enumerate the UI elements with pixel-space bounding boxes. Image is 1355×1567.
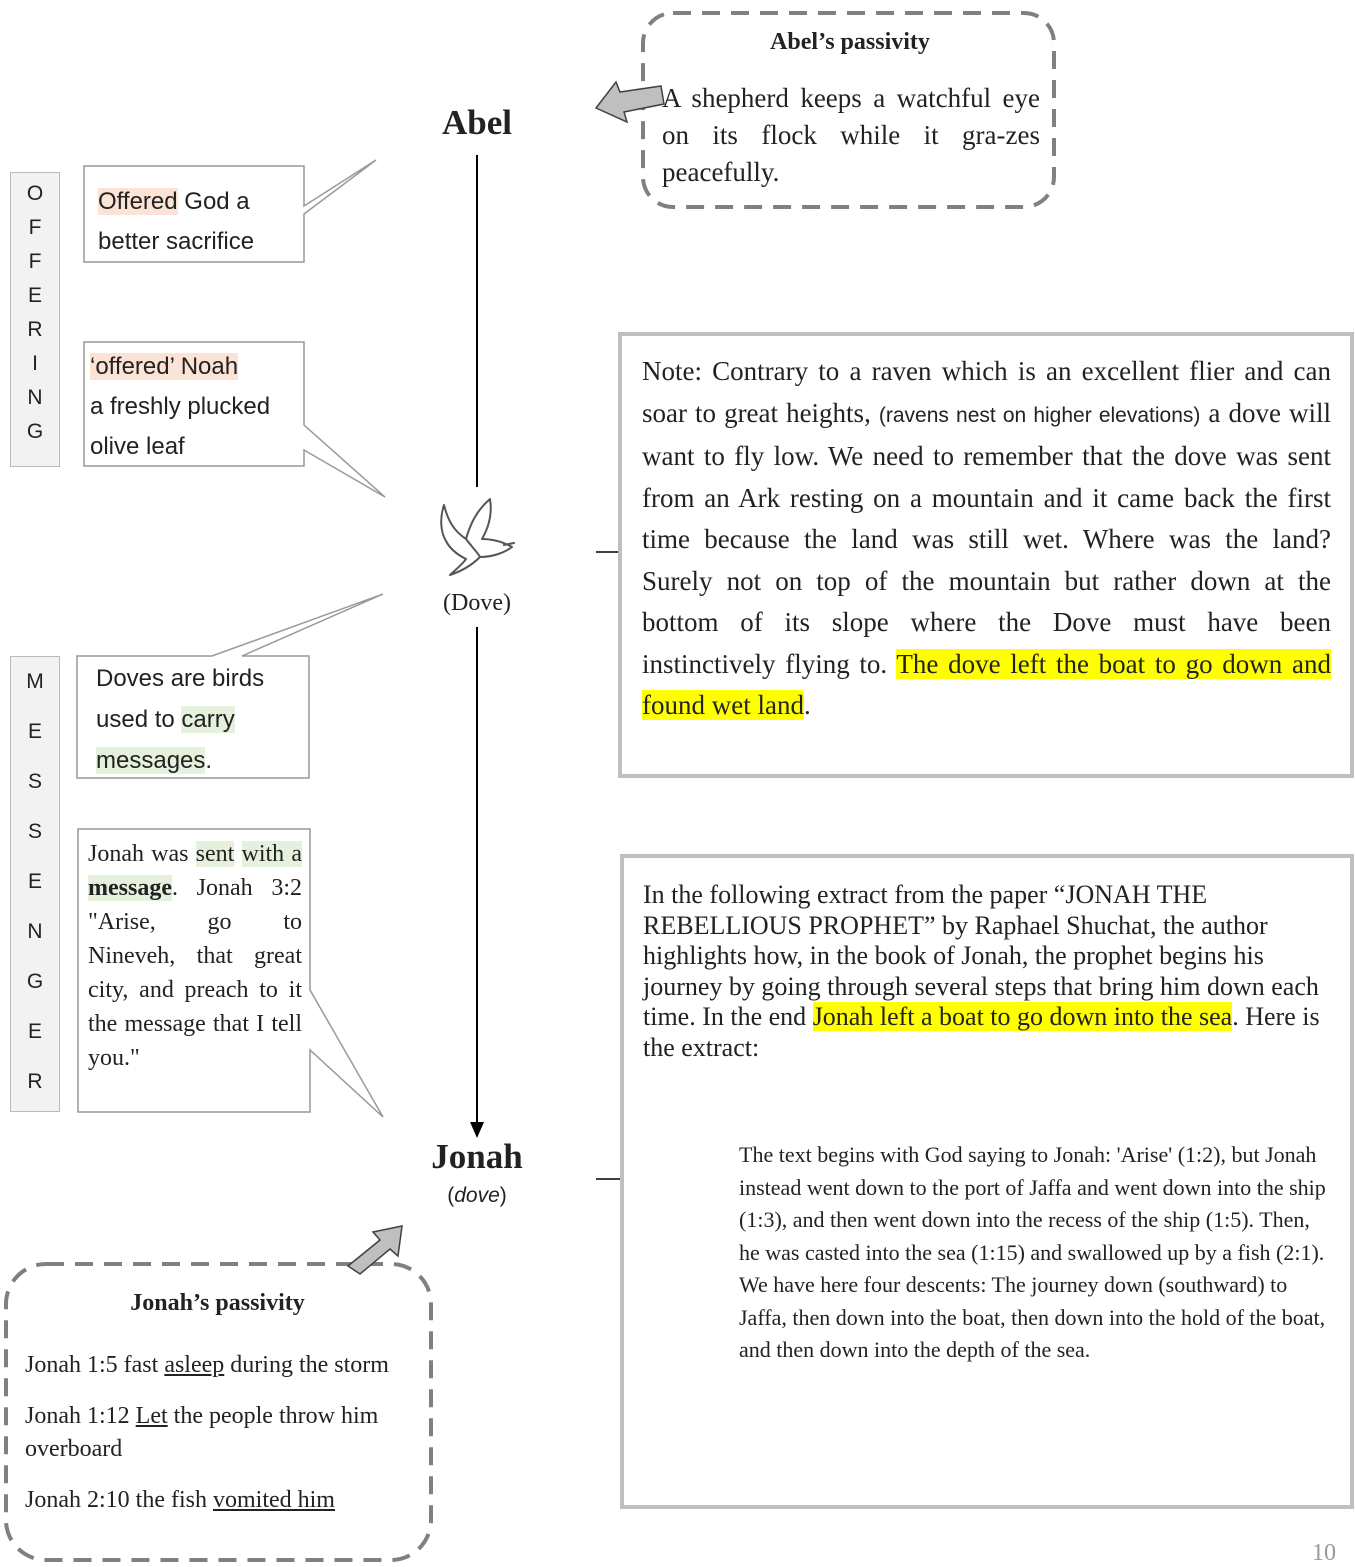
extract-intro: In the following extract from the paper … [643, 880, 1320, 1062]
callout-abel-shape [83, 159, 377, 263]
callout-doves-messages: Doves are birds used to carry messages. [96, 665, 265, 774]
callout-abel-offering: Offered God a better sacrifice [98, 188, 255, 255]
vertical-letter: S [27, 820, 42, 843]
vertical-letter: M [26, 670, 44, 693]
vertical-letter: E [27, 870, 42, 893]
messenger-vertical-label: M E S S E N G E R [10, 656, 60, 1112]
vertical-letter: E [27, 284, 42, 307]
jonah-block-arrow [346, 1225, 403, 1275]
note-text: Note: Contrary to a raven which is an ex… [642, 356, 1331, 720]
abel-passivity-title: Abel’s passivity [770, 29, 930, 55]
callout-jonah-shape [77, 828, 384, 1118]
vertical-letter: F [28, 216, 42, 239]
vertical-letter: I [32, 352, 38, 375]
callout-noah-shape [83, 341, 386, 498]
vertical-letter: F [28, 250, 42, 273]
passivity-item: Jonah 2:10 the fish vomited him [25, 1487, 335, 1513]
jonah-subtitle: (dove) [447, 1184, 507, 1207]
jonah-title: Jonah [431, 1137, 523, 1176]
callout-doves-shape [76, 593, 384, 779]
abel-passivity-frame [641, 11, 1056, 209]
vertical-letter: G [26, 420, 44, 443]
page-number: 10 [1312, 1540, 1336, 1566]
jonah-passivity-frame [4, 1262, 433, 1562]
passivity-item: Jonah 1:5 fast asleep during the storm [25, 1352, 389, 1378]
vertical-letter: R [27, 1070, 43, 1093]
passivity-item: Jonah 1:12 Let the people throw him over… [25, 1403, 379, 1462]
vertical-letter: N [27, 386, 43, 409]
vertical-letter: E [27, 1020, 42, 1043]
vertical-letter: S [27, 770, 42, 793]
dove-caption: (Dove) [443, 590, 511, 616]
vertical-letter: E [27, 720, 42, 743]
callout-noah-offering: ‘offered’ Noah a freshly plucked olive l… [90, 353, 271, 460]
timeline-arrowhead [470, 1122, 484, 1138]
vertical-letter: N [27, 920, 43, 943]
vertical-letter: G [26, 970, 44, 993]
dove-icon [440, 498, 515, 576]
extract-frame [620, 854, 1354, 1509]
callout-jonah-message: Jonah was sent with a message. Jonah 3:2… [88, 841, 302, 1071]
extract-quote: The text begins with God saying to Jonah… [739, 1142, 1326, 1362]
abel-block-arrow [594, 80, 665, 124]
abel-passivity-text: A shepherd keeps a watchful eye on its f… [662, 83, 1040, 187]
vertical-letter: O [26, 182, 44, 205]
jonah-passivity-title: Jonah’s passivity [130, 1290, 305, 1316]
abel-title: Abel [442, 103, 512, 142]
vertical-letter: R [27, 318, 43, 341]
